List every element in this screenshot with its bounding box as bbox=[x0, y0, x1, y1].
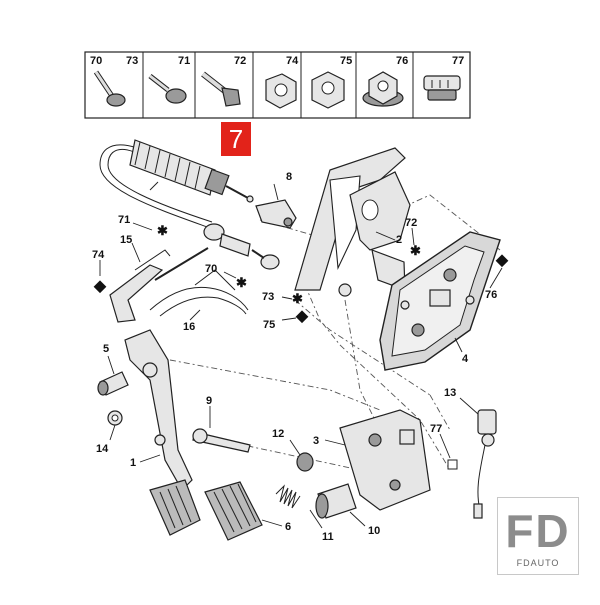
switch-part-13 bbox=[459, 397, 497, 519]
leader-lines bbox=[99, 222, 503, 463]
label-73: 73 bbox=[262, 291, 274, 303]
label-76: 76 bbox=[485, 289, 497, 301]
cylinder-part-10 bbox=[315, 483, 366, 527]
bushing-part-14 bbox=[107, 410, 123, 441]
svg-text:✱: ✱ bbox=[292, 291, 303, 306]
strip-label-74: 74 bbox=[286, 55, 299, 67]
label-11: 11 bbox=[322, 531, 334, 543]
lower-bracket-part-3 bbox=[324, 409, 431, 511]
screw-70-icon bbox=[93, 70, 126, 107]
strip-label-75: 75 bbox=[340, 55, 352, 67]
strip-label-71: 71 bbox=[178, 55, 190, 67]
wire-rod bbox=[154, 247, 209, 281]
label-74: 74 bbox=[92, 249, 105, 261]
label-8: 8 bbox=[286, 171, 292, 183]
nut-76-icon bbox=[362, 71, 404, 107]
label-6: 6 bbox=[285, 521, 291, 533]
label-1: 1 bbox=[130, 457, 136, 469]
pedal-bracket-part-2 bbox=[294, 147, 411, 297]
screw-72-icon bbox=[201, 71, 241, 107]
nut-75-icon bbox=[311, 71, 345, 109]
label-71: 71 bbox=[118, 214, 130, 226]
label-4: 4 bbox=[462, 353, 469, 365]
strip-label-76: 76 bbox=[396, 55, 408, 67]
label-5: 5 bbox=[103, 343, 109, 355]
label-9: 9 bbox=[206, 395, 212, 407]
nut-74-icon bbox=[265, 73, 297, 109]
label-14: 14 bbox=[96, 443, 109, 455]
strip-label-70: 70 bbox=[90, 55, 102, 67]
svg-text:✱: ✱ bbox=[410, 243, 421, 258]
hardware-strip: 70 73 71 72 74 75 76 77 bbox=[84, 51, 471, 119]
svg-text:✱: ✱ bbox=[157, 223, 168, 238]
watermark-logo: FD FDAUTO bbox=[497, 497, 579, 575]
strip-label-73: 73 bbox=[126, 55, 138, 67]
label-3: 3 bbox=[313, 435, 319, 447]
bracket-part-8 bbox=[255, 183, 297, 229]
clutch-pedal-part-1 bbox=[124, 329, 201, 536]
bracket-part-15 bbox=[109, 249, 171, 323]
strip-label-77: 77 bbox=[452, 55, 464, 67]
label-77: 77 bbox=[430, 423, 442, 435]
logo-text: FDAUTO bbox=[516, 558, 560, 568]
pedal-pad-part-6 bbox=[204, 481, 283, 541]
label-70: 70 bbox=[205, 263, 217, 275]
spring-part-16 bbox=[149, 269, 249, 317]
strip-label-72: 72 bbox=[234, 55, 246, 67]
label-13: 13 bbox=[444, 387, 456, 399]
label-2: 2 bbox=[396, 234, 402, 246]
bulkhead-plate-part-4 bbox=[379, 231, 501, 371]
label-10: 10 bbox=[368, 525, 380, 537]
label-16: 16 bbox=[183, 321, 195, 333]
label-72: 72 bbox=[405, 217, 417, 229]
label-75: 75 bbox=[263, 319, 275, 331]
bushing-part-12 bbox=[289, 439, 314, 472]
clip-77-icon bbox=[423, 75, 461, 101]
pin-part-5 bbox=[97, 355, 129, 396]
clutch-cable-part-7 bbox=[99, 139, 280, 270]
screw-71-icon bbox=[148, 74, 187, 104]
spring-part-11 bbox=[275, 484, 323, 529]
part-callout-badge: 7 bbox=[221, 122, 251, 156]
logo-mark: FD bbox=[505, 505, 571, 557]
label-12: 12 bbox=[272, 428, 284, 440]
svg-text:✱: ✱ bbox=[236, 275, 247, 290]
shaft-part-9 bbox=[192, 406, 251, 453]
label-15: 15 bbox=[120, 234, 132, 246]
